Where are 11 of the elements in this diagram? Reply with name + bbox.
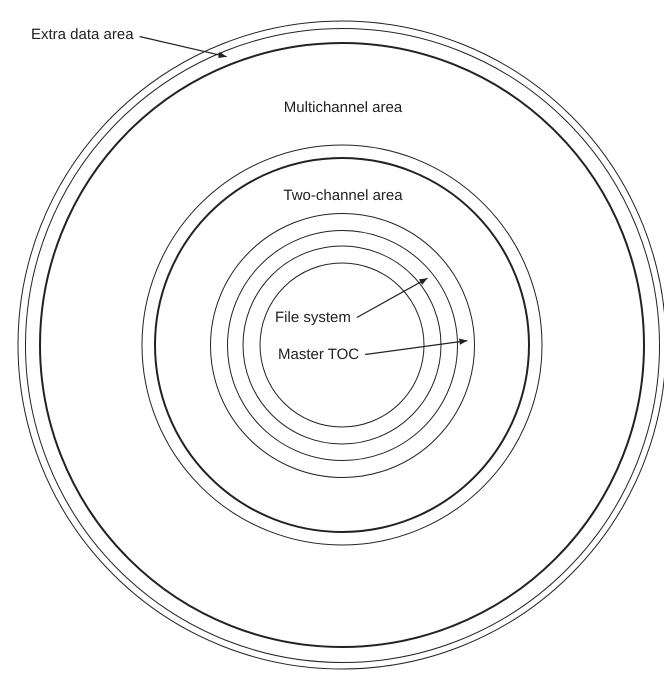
- callout-text: Extra data area: [31, 26, 134, 43]
- callout-text: File system: [275, 309, 351, 326]
- leader-arrow: [356, 278, 428, 318]
- area-circle: [154, 157, 530, 533]
- track-ring: [210, 212, 474, 478]
- leader-arrow: [365, 338, 468, 356]
- area-label: Multichannel area: [284, 99, 402, 116]
- track-ring: [226, 230, 458, 460]
- callout-text: Master TOC: [278, 346, 360, 363]
- area-label: Two-channel area: [283, 187, 403, 204]
- leader-arrow: [139, 36, 227, 58]
